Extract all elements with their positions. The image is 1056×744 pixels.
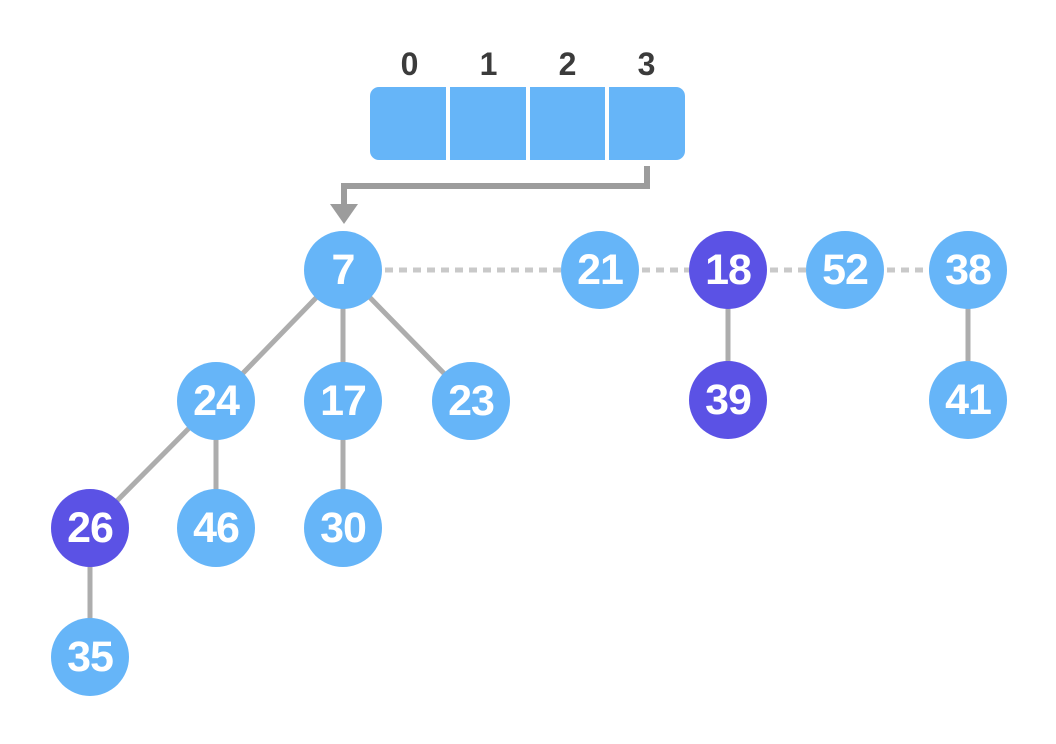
heap-node-38: 38 xyxy=(929,231,1007,309)
node-value: 39 xyxy=(705,375,752,424)
degree-array xyxy=(370,87,685,160)
node-value: 35 xyxy=(67,632,114,681)
heap-node-24: 24 xyxy=(177,362,255,440)
node-value: 41 xyxy=(945,375,992,424)
heap-node-17: 17 xyxy=(304,362,382,440)
min-pointer-arrowhead xyxy=(330,204,358,224)
node-value: 18 xyxy=(705,245,752,294)
heap-node-41: 41 xyxy=(929,361,1007,439)
heap-node-46: 46 xyxy=(177,489,255,567)
heap-node-30: 30 xyxy=(304,489,382,567)
min-pointer-arrow xyxy=(341,166,650,207)
node-value: 46 xyxy=(193,503,240,552)
node-value: 52 xyxy=(822,245,869,294)
node-value: 24 xyxy=(193,376,240,425)
array-index-label-0: 0 xyxy=(400,46,419,82)
heap-node-18: 18 xyxy=(689,231,767,309)
node-value: 30 xyxy=(320,503,367,552)
array-index-label-3: 3 xyxy=(637,46,656,82)
node-value: 23 xyxy=(448,376,495,425)
array-cell-0 xyxy=(370,87,450,160)
node-value: 26 xyxy=(67,503,114,552)
heap-node-7: 7 xyxy=(304,231,382,309)
heap-node-35: 35 xyxy=(51,618,129,696)
array-index-label-1: 1 xyxy=(479,46,498,82)
node-value: 7 xyxy=(331,245,356,294)
array-cell-2 xyxy=(529,87,610,160)
array-cell-1 xyxy=(449,87,530,160)
array-index-label-2: 2 xyxy=(558,46,577,82)
heap-node-39: 39 xyxy=(689,361,767,439)
node-value: 21 xyxy=(577,245,624,294)
heap-node-23: 23 xyxy=(432,362,510,440)
node-value: 17 xyxy=(320,376,367,425)
heap-node-52: 52 xyxy=(806,231,884,309)
array-cell-3 xyxy=(609,87,685,160)
node-value: 38 xyxy=(945,245,992,294)
heap-node-21: 21 xyxy=(561,231,639,309)
heap-node-26: 26 xyxy=(51,489,129,567)
